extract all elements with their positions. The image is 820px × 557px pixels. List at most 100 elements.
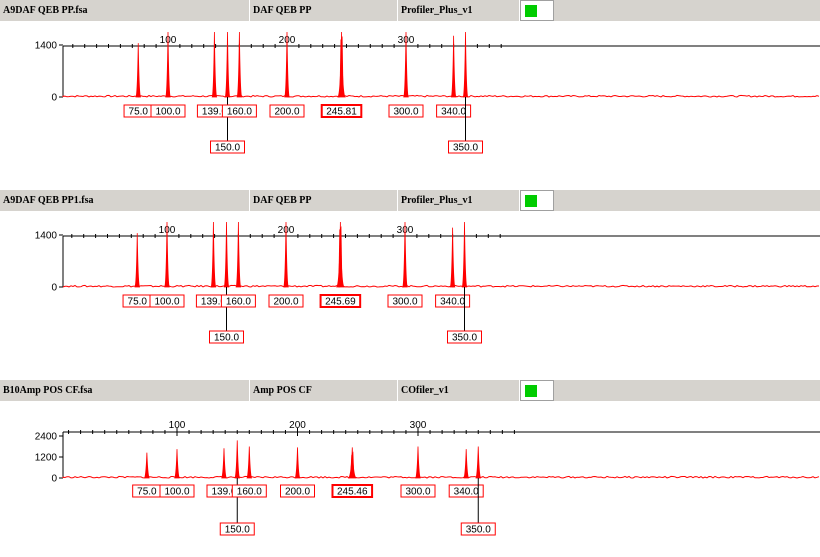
size-label-box (159, 484, 195, 498)
peak-shape (164, 221, 170, 288)
peak (134, 233, 141, 288)
peak-shape (134, 233, 141, 288)
size-label-text: 150.0 (215, 143, 240, 154)
peak (221, 448, 227, 479)
peak (294, 447, 301, 479)
peak (236, 31, 243, 98)
size-label-text: 75.0 (128, 297, 148, 308)
peak (135, 43, 142, 98)
status-square-icon (525, 5, 537, 17)
peak-shoulder (338, 226, 343, 287)
panel-name-cell[interactable]: Profiler_Plus_v1 (398, 0, 520, 21)
peak-shoulder (350, 451, 355, 478)
peak (450, 35, 457, 98)
peak (235, 221, 242, 288)
size-label-text: 139.0 (211, 487, 236, 498)
size-label-text: 245.46 (337, 487, 368, 498)
size-label-text: 245.69 (325, 297, 356, 308)
sample-name-cell[interactable]: DAF QEB PP (250, 0, 398, 21)
size-label-text: 100.0 (154, 297, 179, 308)
baseline-trace (62, 475, 820, 479)
peak-shape (284, 31, 290, 98)
size-label-box (448, 140, 483, 154)
peak-shape (235, 221, 242, 288)
peak-shape (223, 221, 230, 288)
peak-shape (461, 221, 468, 288)
size-label-text: 350.0 (466, 525, 491, 536)
size-label-text: 160.0 (237, 487, 262, 498)
size-label-box (221, 104, 257, 118)
size-label-box (460, 522, 496, 536)
peak (403, 31, 409, 98)
size-label-box (220, 294, 256, 308)
y-tick-label: 0 (51, 283, 57, 294)
size-label-text: 100.0 (155, 107, 180, 118)
panel-name-cell[interactable]: Profiler_Plus_v1 (398, 190, 520, 211)
size-label-text: 200.0 (285, 487, 310, 498)
size-label-box (231, 484, 267, 498)
peak-shape (283, 221, 289, 288)
peak (461, 221, 468, 288)
size-label-box (319, 294, 362, 308)
peak-shape (174, 449, 180, 479)
status-indicator[interactable] (520, 0, 554, 21)
status-indicator[interactable] (520, 190, 554, 211)
peak (211, 31, 218, 98)
size-label-box (269, 104, 305, 118)
file-name-cell[interactable]: A9DAF QEB PP1.fsa (0, 190, 250, 211)
size-label-box (436, 104, 472, 118)
size-label-text: 350.0 (453, 143, 478, 154)
electropherogram-panel-3: B10Amp POS CF.fsa Amp POS CF COfiler_v1 … (0, 380, 820, 536)
sample-name-cell[interactable]: DAF QEB PP (250, 190, 398, 211)
status-square-icon (525, 385, 537, 397)
peak-shape (144, 452, 150, 479)
file-name-cell[interactable]: A9DAF QEB PP.fsa (0, 0, 250, 21)
size-label-text: 350.0 (452, 333, 477, 344)
peak (463, 449, 469, 479)
size-label-text: 300.0 (405, 487, 430, 498)
peak (462, 31, 469, 98)
sample-name-cell[interactable]: Amp POS CF (250, 380, 398, 401)
x-tick-label: 200 (289, 420, 306, 431)
size-label-box (280, 484, 315, 498)
size-label-box (387, 294, 423, 308)
electropherogram-plot[interactable]: 1002003000140075.0100.0139.0150.0160.020… (0, 21, 820, 170)
y-tick-label: 1400 (35, 231, 58, 242)
size-label-text: 150.0 (225, 525, 250, 536)
peak (144, 452, 150, 479)
y-tick-label: 2400 (35, 432, 58, 443)
peak-shape (165, 31, 171, 98)
size-label-box (150, 104, 186, 118)
peak (402, 221, 408, 288)
peak-shoulder (339, 36, 344, 97)
peak-shape (221, 448, 227, 479)
electropherogram-plot[interactable]: 1002003000140075.0100.0139.0150.0160.020… (0, 211, 820, 360)
size-label-box (448, 484, 484, 498)
size-label-text: 200.0 (273, 297, 298, 308)
size-label-text: 75.0 (129, 107, 149, 118)
peak-shape (462, 31, 469, 98)
size-label-text: 300.0 (393, 107, 418, 118)
size-label-box (320, 104, 363, 118)
size-label-text: 340.0 (441, 107, 466, 118)
y-tick-label: 1200 (35, 453, 58, 464)
size-label-text: 340.0 (454, 487, 479, 498)
peak (449, 227, 456, 288)
size-label-box (209, 330, 244, 344)
size-label-text: 300.0 (392, 297, 417, 308)
peak (284, 31, 290, 98)
peak-shape (415, 446, 421, 479)
status-indicator[interactable] (520, 380, 554, 401)
size-label-text: 150.0 (214, 333, 239, 344)
peak (234, 440, 241, 479)
file-name-cell[interactable]: B10Amp POS CF.fsa (0, 380, 250, 401)
panel-header: A9DAF QEB PP.fsa DAF QEB PP Profiler_Plu… (0, 0, 820, 21)
peak-shape (210, 221, 217, 288)
panel-header: A9DAF QEB PP1.fsa DAF QEB PP Profiler_Pl… (0, 190, 820, 211)
size-label-box (219, 522, 255, 536)
peak (246, 446, 253, 479)
size-label-box (435, 294, 471, 308)
size-label-text: 160.0 (226, 297, 251, 308)
panel-name-cell[interactable]: COfiler_v1 (398, 380, 520, 401)
